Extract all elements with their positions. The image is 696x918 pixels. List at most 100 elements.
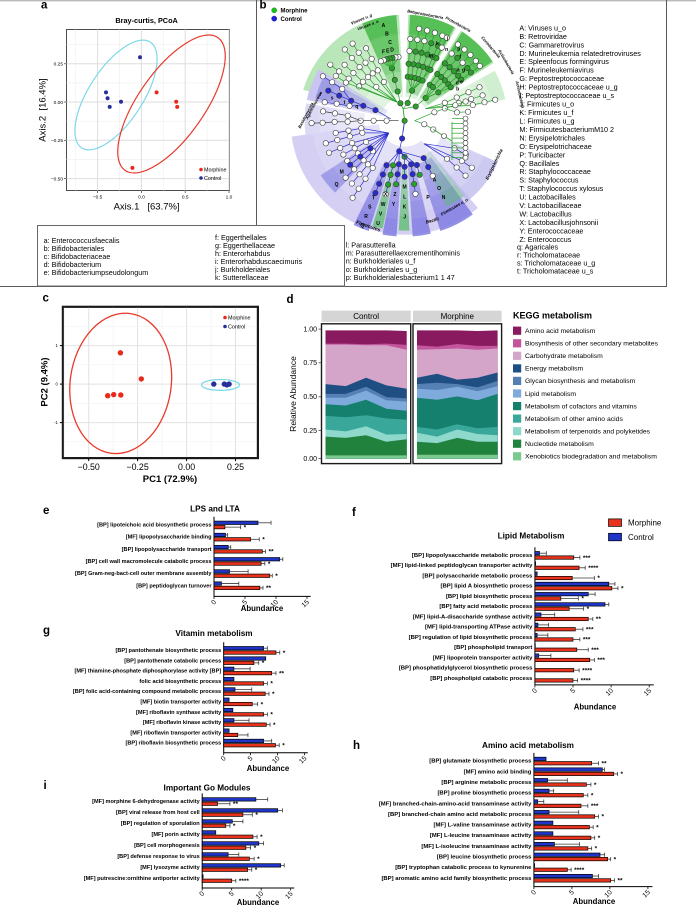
svg-text:J: J (403, 215, 406, 221)
svg-text:Morphine: Morphine (281, 9, 309, 15)
svg-text:[MF] amino acid binding: [MF] amino acid binding (464, 769, 532, 775)
svg-text:Relative Abundance: Relative Abundance (288, 356, 298, 432)
svg-text:Z: Z (393, 192, 396, 198)
svg-text:[BP] lipid biosynthetic proces: [BP] lipid biosynthetic process (446, 594, 533, 600)
svg-text:[BP] pantothenate biosynthetic: [BP] pantothenate biosynthetic process (116, 648, 222, 654)
svg-text:Control: Control (353, 312, 379, 321)
svg-text:[MF] riboflavin transporter ac: [MF] riboflavin transporter activity (130, 730, 222, 736)
svg-text:KEGG metabolism: KEGG metabolism (513, 311, 592, 321)
svg-text:−0.25: −0.25 (126, 462, 148, 472)
svg-text:****: **** (574, 867, 585, 874)
svg-text:Control: Control (628, 533, 654, 542)
svg-text:D: D (390, 48, 394, 54)
svg-text:[BP] cell morphogenesis: [BP] cell morphogenesis (134, 843, 200, 849)
svg-text:1.00: 1.00 (303, 326, 317, 333)
svg-text:LPS and LTA: LPS and LTA (190, 505, 240, 514)
svg-text:p: Burkholderialesbacterium1 1: p: Burkholderialesbacterium1 1 47 (346, 273, 455, 282)
svg-text:[BP] pantothenate catabolic pr: [BP] pantothenate catabolic process (124, 658, 221, 664)
svg-text:[BP] regulation of lipid biosy: [BP] regulation of lipid biosynthetic pr… (409, 635, 533, 641)
svg-text:[BP] viral release from host c: [BP] viral release from host cell (116, 810, 200, 816)
svg-text:[BP] tryptophan catabolic proc: [BP] tryptophan catabolic process to kyn… (395, 865, 532, 871)
svg-text:[MF] branched-chain-amino-acid: [MF] branched-chain-amino-acid transamin… (379, 801, 532, 807)
svg-text:Axis.2 [16.4%]: Axis.2 [16.4%] (38, 78, 49, 141)
svg-text:[MF] morphine 6-dehydrogenase: [MF] morphine 6-dehydrogenase activity (92, 799, 200, 805)
svg-text:Abundance: Abundance (237, 898, 280, 907)
svg-text:[BP] phospholipid transport: [BP] phospholipid transport (454, 645, 532, 651)
svg-text:e: e (460, 80, 463, 86)
svg-text:[MF] lipid-linked peptidoglyca: [MF] lipid-linked peptidoglycan transpor… (391, 563, 533, 569)
svg-text:k: Sutterellaceae: k: Sutterellaceae (215, 273, 269, 282)
svg-text:Control: Control (204, 176, 221, 182)
svg-text:PC2 (9.4%): PC2 (9.4%) (40, 357, 51, 406)
svg-text:[MF] putrescine:ornithine anti: [MF] putrescine:ornithine antiporter act… (84, 876, 201, 882)
svg-text:[BP] phosphatidylglycerol bios: [BP] phosphatidylglycerol biosynthetic p… (399, 666, 533, 672)
svg-text:−0.50: −0.50 (78, 462, 100, 472)
svg-text:s: s (331, 96, 334, 102)
svg-text:Morphine: Morphine (441, 312, 475, 321)
svg-text:[MF] thiamine-phosphate diphos: [MF] thiamine-phosphate diphosphorylase … (74, 669, 221, 675)
svg-text:***: *** (591, 803, 599, 810)
svg-text:Carbohydrate metabolism: Carbohydrate metabolism (525, 353, 603, 360)
svg-text:[BP] lipopolysaccharide metabo: [BP] lipopolysaccharide metabolic proces… (412, 553, 533, 559)
svg-text:Glycan biosynthesis and metabo: Glycan biosynthesis and metabolism (525, 378, 636, 385)
svg-text:**: ** (617, 878, 623, 885)
svg-text:A: A (433, 177, 437, 183)
svg-text:0.25: 0.25 (227, 462, 244, 472)
svg-text:d: d (456, 80, 459, 86)
svg-text:Important Go Modules: Important Go Modules (164, 784, 251, 793)
svg-text:Lipid metabolism: Lipid metabolism (525, 391, 576, 398)
svg-text:L: L (403, 195, 406, 201)
svg-text:Morphine: Morphine (228, 316, 250, 322)
svg-text:****: **** (581, 678, 592, 685)
svg-text:B: B (385, 31, 389, 37)
svg-text:Metabolism of terpenoids and p: Metabolism of terpenoids and polyketides (525, 429, 651, 436)
svg-text:M: M (403, 185, 407, 191)
svg-text:***: *** (597, 657, 605, 664)
svg-text:***: *** (591, 647, 599, 654)
svg-text:[MF] L-leucine transaminase ac: [MF] L-leucine transaminase activity (430, 833, 532, 839)
svg-text:[BP] regulation of sporulation: [BP] regulation of sporulation (121, 821, 201, 827)
svg-text:[MF] lipid-transporting ATPase: [MF] lipid-transporting ATPase activity (425, 625, 533, 631)
svg-text:****: **** (588, 565, 599, 572)
svg-text:[MF] lipopolysaccharide bindin: [MF] lipopolysaccharide binding (126, 535, 212, 541)
svg-text:Biosynthesis of other secondar: Biosynthesis of other secondary metaboli… (525, 341, 659, 348)
svg-text:−0.5: −0.5 (93, 195, 103, 201)
svg-text:[MF] lipid-A-disaccharide synt: [MF] lipid-A-disaccharide synthase activ… (413, 614, 533, 620)
svg-text:Amino acid metabolism: Amino acid metabolism (525, 328, 596, 335)
svg-text:Control: Control (228, 325, 245, 331)
svg-text:M: M (340, 170, 344, 176)
svg-text:c: c (43, 293, 50, 305)
svg-text:[BP] lipopolysaccharide transp: [BP] lipopolysaccharide transport (122, 547, 212, 553)
svg-text:Morphine: Morphine (628, 519, 662, 528)
svg-text:Metabolism of other amino acid: Metabolism of other amino acids (525, 416, 623, 423)
svg-text:g: g (462, 67, 465, 73)
svg-text:A: A (382, 23, 386, 29)
svg-text:[MF] biotin transporter activi: [MF] biotin transporter activity (140, 699, 222, 705)
svg-text:[MF] lysozyme activity: [MF] lysozyme activity (140, 865, 200, 871)
svg-text:[BP] aromatic amino acid famil: [BP] aromatic amino acid family biosynth… (381, 876, 532, 882)
svg-text:[MF] riboflavin synthase activ: [MF] riboflavin synthase activity (136, 710, 222, 716)
svg-text:0.25: 0.25 (303, 428, 317, 435)
svg-text:q: q (355, 104, 358, 110)
svg-text:e: Bifidobacteriumpseudolongum: e: Bifidobacteriumpseudolongum (44, 268, 149, 277)
svg-text:***: *** (586, 626, 594, 633)
svg-text:−0.50: −0.50 (51, 176, 63, 182)
svg-text:[BP] riboflavin biosynthetic p: [BP] riboflavin biosynthetic process (125, 741, 221, 747)
svg-text:t: Tricholomataceae u_s: t: Tricholomataceae u_s (517, 266, 594, 275)
svg-text:****: **** (582, 667, 593, 674)
svg-text:folic acid biosynthetic proces: folic acid biosynthetic process (139, 679, 221, 685)
svg-text:K: K (403, 205, 407, 211)
svg-text:d: d (287, 294, 294, 306)
svg-text:R: R (364, 214, 368, 220)
svg-text:0.25: 0.25 (54, 62, 64, 68)
svg-text:b: b (456, 87, 459, 93)
svg-text:[MF] L-isoleucine transaminase: [MF] L-isoleucine transaminase activity (421, 844, 532, 850)
svg-text:****: **** (239, 878, 250, 885)
svg-text:[BP] defense response to virus: [BP] defense response to virus (117, 854, 199, 860)
svg-text:[BP] lipoteichoic acid biosynt: [BP] lipoteichoic acid biosynthetic proc… (97, 523, 211, 529)
svg-text:Abundance: Abundance (574, 703, 617, 712)
svg-text:[BP] branched-chain amino acid: [BP] branched-chain amino acid metabolic… (388, 812, 532, 818)
svg-text:**: ** (602, 760, 608, 767)
svg-text:***: *** (583, 637, 591, 644)
svg-text:F: F (382, 50, 385, 56)
